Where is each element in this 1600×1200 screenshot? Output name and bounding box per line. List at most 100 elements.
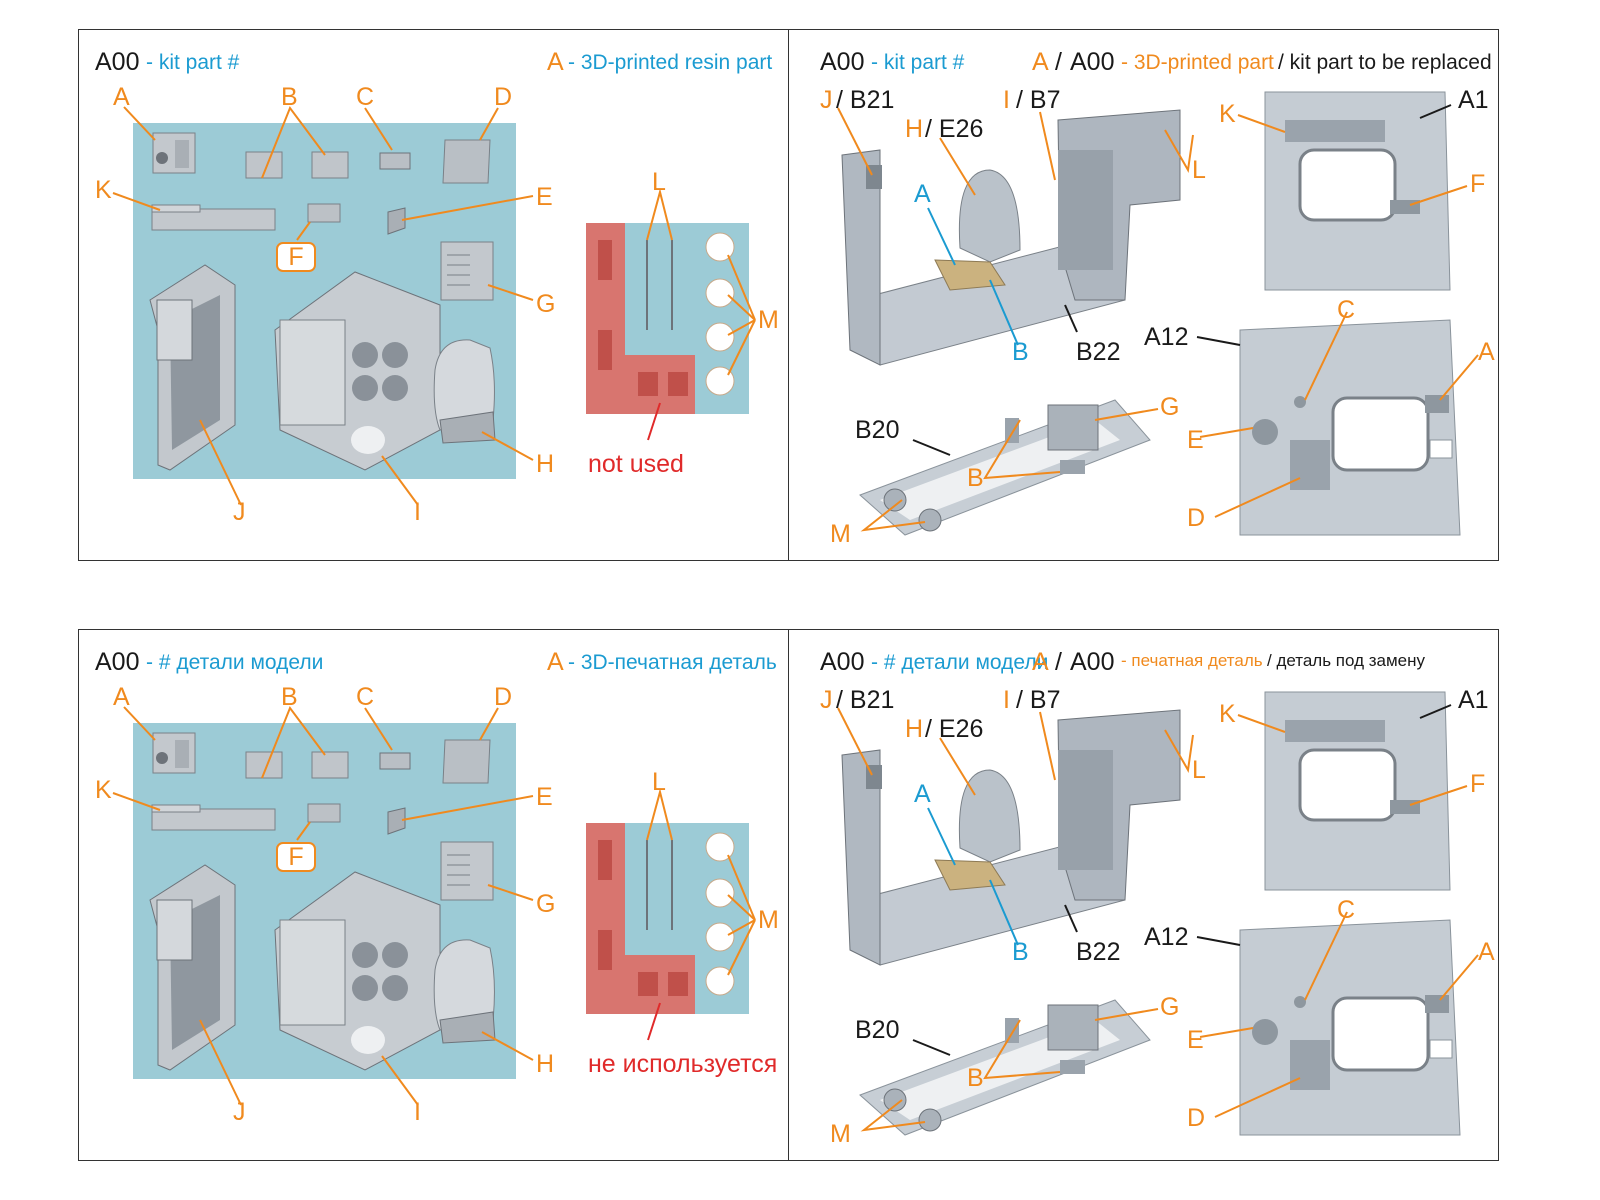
- ref-a12: A12: [1144, 923, 1189, 951]
- part-d-render: [442, 139, 491, 184]
- part-e-render: [387, 207, 406, 235]
- ref-a12: A12: [1144, 323, 1189, 351]
- part-l-render: [646, 840, 673, 930]
- floor-b20-render: [859, 399, 1151, 536]
- part-m-render: [705, 832, 735, 996]
- part-g-render: [440, 841, 494, 901]
- label-a-seat: A: [914, 780, 931, 808]
- left-legend-desc: - 3D-печатная деталь: [568, 651, 777, 674]
- left-leader-lines: [112, 105, 534, 506]
- label-k-right: K: [1219, 700, 1236, 728]
- right-legend-slash: /: [1055, 648, 1062, 676]
- label-i: I: [414, 498, 421, 526]
- label-l-right: L: [1192, 756, 1206, 784]
- unused-resin-block: [586, 823, 695, 1014]
- label-a: A: [113, 683, 130, 711]
- right-code-desc: - kit part #: [871, 51, 965, 74]
- illustration-layer: [112, 691, 1479, 1136]
- label-l: L: [652, 168, 666, 196]
- not-used-label: не используется: [588, 1050, 778, 1078]
- label-k: K: [95, 176, 112, 204]
- label-i: I: [414, 1098, 421, 1126]
- part-k-render: [151, 208, 276, 231]
- label-g-right: G: [1160, 993, 1180, 1021]
- ref-b21: / B21: [836, 686, 895, 714]
- label-b-right: B: [967, 464, 984, 492]
- part-i-render: [274, 871, 441, 1071]
- part-c-render: [379, 152, 411, 170]
- part-f-render: [307, 203, 341, 223]
- right-legend-desc: - 3D-printed part: [1121, 51, 1274, 74]
- label-b-right: B: [967, 1064, 984, 1092]
- label-d-right: D: [1187, 504, 1206, 532]
- right-panel-frame: [788, 629, 1499, 1161]
- label-c: C: [356, 683, 375, 711]
- label-j-right: J: [820, 86, 833, 114]
- left-code: A00: [95, 648, 140, 676]
- label-e-right: E: [1187, 1026, 1204, 1054]
- ref-b7: / B7: [1016, 686, 1061, 714]
- label-i-right: I: [1003, 686, 1010, 714]
- label-a-right: A: [1478, 338, 1495, 366]
- part-b-render: [245, 151, 283, 179]
- side-wall-a12-render: [1239, 319, 1461, 536]
- left-code-desc: - # детали модели: [146, 651, 324, 674]
- label-i-right: I: [1003, 86, 1010, 114]
- part-l-render: [646, 240, 673, 330]
- label-h: H: [536, 1050, 555, 1078]
- right-code: A00: [820, 48, 865, 76]
- part-h-render: [433, 339, 496, 444]
- label-j: J: [233, 1098, 246, 1126]
- part-f-render: [307, 803, 341, 823]
- label-h-right: H: [905, 115, 924, 143]
- left-code: A00: [95, 48, 140, 76]
- part-a-render: [152, 132, 196, 174]
- label-j-right: J: [820, 686, 833, 714]
- label-f-right: F: [1470, 170, 1486, 198]
- left-legend-desc: - 3D-printed resin part: [568, 51, 773, 74]
- label-j: J: [233, 498, 246, 526]
- right-legend-letter: A: [1032, 648, 1049, 676]
- ref-e26: / E26: [925, 715, 984, 743]
- label-m: M: [758, 306, 779, 334]
- label-e: E: [536, 783, 553, 811]
- side-wall-a1-render: [1264, 91, 1451, 291]
- label-a-seat: A: [914, 180, 931, 208]
- label-e: E: [536, 183, 553, 211]
- ref-b20: B20: [855, 1016, 900, 1044]
- label-c-right: C: [1337, 896, 1356, 924]
- right-panel-frame: [788, 29, 1499, 561]
- unused-resin-block: [586, 223, 695, 414]
- label-m: M: [758, 906, 779, 934]
- not-used-label: not used: [588, 450, 684, 478]
- left-legend-letter: A: [547, 648, 564, 676]
- label-f-right: F: [1470, 770, 1486, 798]
- label-k: K: [95, 776, 112, 804]
- right-legend-code: A00: [1070, 48, 1115, 76]
- label-c-right: C: [1337, 296, 1356, 324]
- part-m-render: [705, 232, 735, 396]
- ref-b22: B22: [1076, 338, 1121, 366]
- ref-b21: / B21: [836, 86, 895, 114]
- label-m-right: M: [830, 520, 851, 548]
- label-a-right: A: [1478, 938, 1495, 966]
- left-leader-lines: [112, 705, 534, 1106]
- side-wall-a1-render: [1264, 691, 1451, 891]
- label-g-right: G: [1160, 393, 1180, 421]
- instruction-sheet-russian: A00 - # детали модели A - 3D-печатная де…: [0, 600, 1600, 1200]
- label-b-seat: B: [1012, 338, 1029, 366]
- ref-b20: B20: [855, 416, 900, 444]
- label-m-right: M: [830, 1120, 851, 1148]
- part-b-render: [245, 751, 283, 779]
- label-b: B: [281, 683, 298, 711]
- label-d-right: D: [1187, 1104, 1206, 1132]
- label-k-right: K: [1219, 100, 1236, 128]
- right-legend-replace: / kit part to be replaced: [1278, 51, 1492, 74]
- part-e-render: [387, 807, 406, 835]
- right-legend-letter: A: [1032, 48, 1049, 76]
- part-c-render: [379, 752, 411, 770]
- ref-b7: / B7: [1016, 86, 1061, 114]
- label-l: L: [652, 768, 666, 796]
- right-code: A00: [820, 648, 865, 676]
- ref-a1: A1: [1458, 86, 1489, 114]
